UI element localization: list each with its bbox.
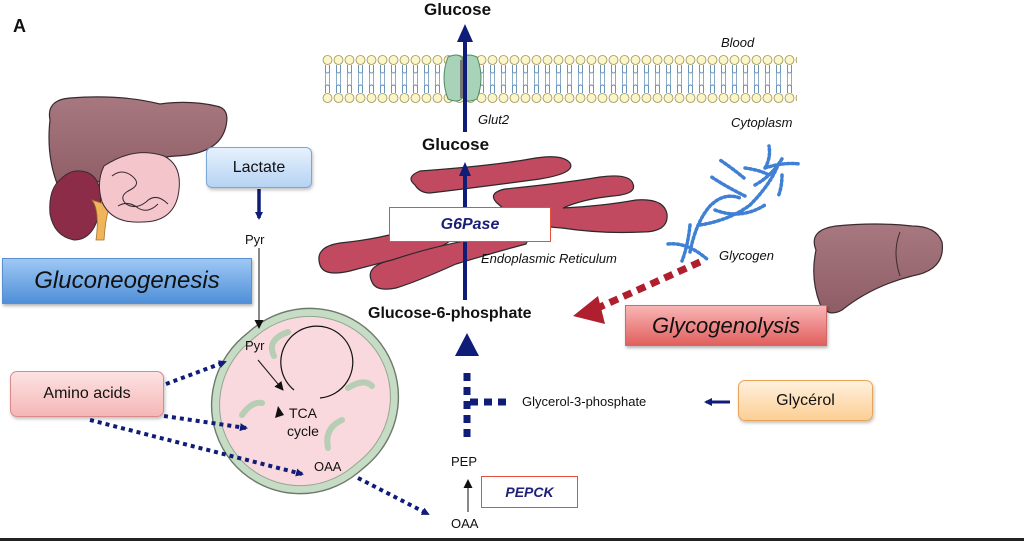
oaa-mito-label: OAA [314, 459, 342, 474]
pyr-mito-label: Pyr [245, 338, 265, 353]
tca-label-line1: TCA [289, 405, 317, 421]
lactate-box: Lactate [206, 147, 312, 188]
glut2-transporter-icon [443, 54, 482, 102]
liver-kidney-intestine-icon [48, 96, 228, 241]
blood-label: Blood [721, 35, 755, 50]
g6pase-enzyme-box: G6Pase [389, 207, 551, 242]
pyr-cytoplasm-label: Pyr [245, 232, 265, 247]
bottom-border-line [0, 538, 1024, 541]
glucose-blood-label: Glucose [424, 0, 492, 19]
glycogen-to-g6p-arrowhead [573, 296, 605, 324]
cytoplasm-label: Cytoplasm [731, 115, 793, 130]
panel-label: A [13, 16, 26, 36]
pep-label: PEP [451, 454, 478, 469]
tca-cycle-circle [280, 325, 354, 399]
glycogenolysis-box: Glycogenolysis [625, 305, 827, 346]
glucose-export-arrowhead [457, 24, 473, 42]
gluconeogenesis-box: Gluconeogenesis [2, 258, 252, 304]
amino-acid-arrows [89, 360, 430, 516]
glycogen-icon [666, 144, 802, 263]
glucose-cytoplasm-label: Glucose [422, 135, 490, 154]
g6p-label: Glucose-6-phosphate [368, 305, 532, 322]
glycerol-box: Glycérol [738, 380, 873, 421]
pep-to-g6p-arrowhead [455, 333, 479, 356]
g6p-to-glucose-arrowhead [459, 162, 471, 176]
pepck-enzyme-box: PEPCK [481, 476, 578, 508]
amino-acids-box: Amino acids [10, 371, 164, 417]
tca-label-line2: cycle [287, 423, 319, 439]
liver-icon [813, 223, 944, 314]
tca-cycle-arrowhead [275, 406, 284, 418]
glycogen-label: Glycogen [719, 248, 774, 263]
mitochondrion-icon [210, 307, 400, 495]
glut2-label: Glut2 [478, 112, 510, 127]
cell-membrane [322, 55, 797, 103]
g3p-label: Glycerol-3-phosphate [522, 394, 647, 409]
glycogen-to-g6p-arrow [598, 258, 702, 311]
er-label: Endoplasmic Reticulum [481, 251, 617, 266]
oaa-cytoplasm-label: OAA [451, 516, 479, 531]
pyr-to-tca-arrow [257, 359, 284, 391]
